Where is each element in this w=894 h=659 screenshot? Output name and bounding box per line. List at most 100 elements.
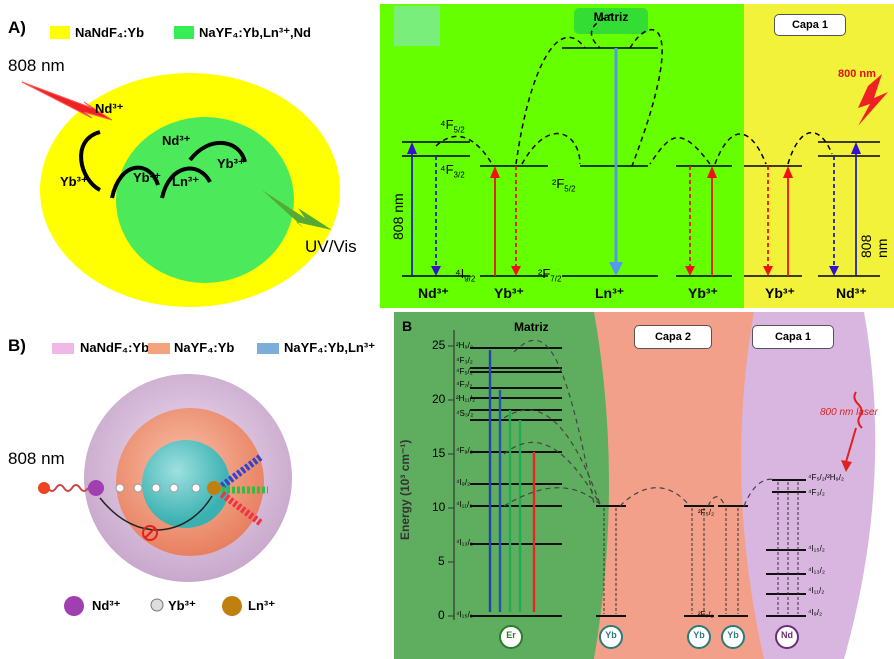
capa2-label-box: Capa 2	[634, 325, 712, 349]
capa1-region-b	[741, 312, 876, 659]
ion-yb-core-2: Yb³⁺	[217, 156, 245, 171]
er-level-4f32: ⁴F₃/₂	[456, 356, 473, 365]
excitation-lightning-icon	[21, 81, 113, 121]
yb-level-2f72: ²F₇/₂	[698, 610, 714, 619]
legend-label-b-naYf4ln: NaYF₄:Yb,Ln³⁺	[284, 340, 376, 355]
legend-ln-sphere-icon	[222, 596, 242, 616]
capa1-label-box: Capa 1	[774, 14, 846, 36]
capa2-region	[594, 312, 784, 659]
er-level-2h92: ²H₉/₂	[456, 341, 473, 350]
term-4f52: ⁴F5/2	[440, 117, 465, 135]
legend-nd-label: Nd³⁺	[92, 598, 121, 613]
matrix-label-b: Matriz	[514, 320, 549, 334]
ion-nd-core: Nd³⁺	[162, 133, 191, 148]
badge-yb-3: Yb	[727, 630, 739, 640]
legend-swatch-b-naYf4	[148, 343, 170, 354]
legend-swatch-nandf4	[50, 26, 70, 39]
et-arrow-2	[110, 165, 160, 199]
legend-label-b-naYf4: NaYF₄:Yb	[174, 340, 235, 355]
laser-lightning-icon	[858, 74, 888, 126]
blue-emission	[219, 453, 265, 489]
nd-ion-sphere	[88, 480, 104, 496]
nd-level-4f32: ⁴F₃/₂	[808, 488, 825, 497]
ion-label-yb-3: Yb³⁺	[765, 285, 795, 301]
panel-b-letter: B)	[8, 336, 26, 355]
panel-a-uvvis-label: UV/Vis	[305, 237, 357, 256]
panel-a-letter: A)	[8, 18, 26, 37]
legend-yb-sphere-icon	[150, 598, 164, 612]
er-level-4s32: ⁴S₃/₂	[456, 409, 474, 418]
term-2f72: ²F7/2	[538, 266, 562, 284]
ion-label-yb-2: Yb³⁺	[688, 285, 718, 301]
legend-yb-label: Yb³⁺	[168, 598, 196, 613]
red-emission	[219, 491, 265, 527]
blocked-icon	[142, 525, 158, 541]
ion-yb-core: Yb³⁺	[133, 170, 161, 185]
panel-a-808-label: 808 nm	[8, 56, 65, 75]
ytick-10: 10	[432, 500, 446, 514]
nd-level-4i112: ⁴I₁₁/₂	[808, 586, 825, 595]
er-level-2h112: ²H₁₁/₂	[456, 394, 476, 403]
ion-label-yb-1: Yb³⁺	[494, 285, 524, 301]
et-arrow-3	[160, 166, 212, 199]
panel-a-nanoparticle	[21, 73, 340, 307]
y-axis-label: Energy (10³ cm⁻¹)	[398, 439, 412, 540]
term-4f32: ⁴F3/2	[440, 162, 465, 180]
capa1-label-box-b: Capa 1	[752, 325, 834, 349]
emission-lightning-icon	[262, 190, 332, 230]
nd-level-4i152: ⁴I₁₅/₂	[808, 544, 825, 553]
legend-ln-label: Ln³⁺	[248, 598, 276, 613]
laser-source-icon	[38, 482, 50, 494]
badge-nd: Nd	[781, 630, 793, 640]
ytick-20: 20	[432, 392, 446, 406]
term-4i92: ⁴I9/2	[455, 266, 476, 284]
legend-swatch-naYf4	[174, 26, 194, 39]
badge-er: Er	[506, 630, 516, 640]
legend-swatch-b-nandf4	[52, 343, 74, 354]
ln-ion-sphere	[207, 481, 221, 495]
er-level-4f92: ⁴F₉/₂	[456, 446, 473, 455]
et-arrow-4	[188, 141, 247, 163]
legend-label-b-nandf4: NaNdF₄:Yb	[80, 340, 150, 355]
matrix-label: Matriz	[593, 10, 629, 24]
term-2f52: ²F5/2	[552, 176, 576, 194]
legend-label-nandf4: NaNdF₄:Yb	[75, 25, 145, 40]
badge-yb-1: Yb	[605, 630, 617, 640]
ion-ln-core: Ln³⁺	[172, 174, 200, 189]
panel-a-energy-diagram	[380, 4, 894, 308]
er-level-4i92: ⁴I₉/₂	[456, 478, 471, 487]
matrix-label-box	[574, 8, 648, 34]
right-808-label: 808 nm	[858, 234, 890, 258]
ytick-25: 25	[432, 338, 446, 352]
er-level-4i132: ⁴I₁₃/₂	[456, 538, 473, 547]
ytick-5: 5	[438, 554, 445, 568]
panel-b-energy-diagram	[394, 312, 894, 659]
back-transfer-arrow	[99, 495, 213, 531]
er-level-4f52: ⁴F₅/₂	[456, 367, 473, 376]
legend-swatch-b-naYf4ln	[257, 343, 279, 354]
core-naYf4	[116, 117, 294, 283]
panel-b-808-label: 808 nm	[8, 449, 65, 468]
laser-squiggle-icon	[845, 391, 863, 463]
nd-level-4f52: ⁴F₅/₂/²H₉/₂	[808, 473, 845, 482]
ion-label-ln: Ln³⁺	[595, 285, 625, 301]
er-level-4i112: ⁴I₁₁/₂	[456, 500, 473, 509]
panel-b-diagram-letter: B	[402, 318, 413, 334]
core	[142, 440, 230, 528]
legend-nd-sphere-icon	[64, 596, 84, 616]
yb-level-2f52: ²F₅/₂	[698, 508, 715, 517]
er-level-4i152: ⁴I₁₅/₂	[456, 610, 473, 619]
nd-level-4i92: ⁴I₉/₂	[808, 608, 823, 617]
ytick-0: 0	[438, 608, 445, 622]
panel-b-nanoparticle	[38, 374, 292, 582]
nd-level-4i132: ⁴I₁₃/₂	[808, 566, 825, 575]
badge-yb-2: Yb	[693, 630, 705, 640]
left-808-label: 808 nm	[390, 193, 406, 240]
er-level-4f72: ⁴F₇/₂	[456, 380, 473, 389]
ion-label-nd-right: Nd³⁺	[836, 285, 867, 301]
ion-label-nd-left: Nd³⁺	[418, 285, 449, 301]
corner-swatch	[394, 6, 440, 46]
et-arrow-1	[79, 130, 102, 192]
laser-label-b: 800 nm laser	[820, 407, 878, 418]
